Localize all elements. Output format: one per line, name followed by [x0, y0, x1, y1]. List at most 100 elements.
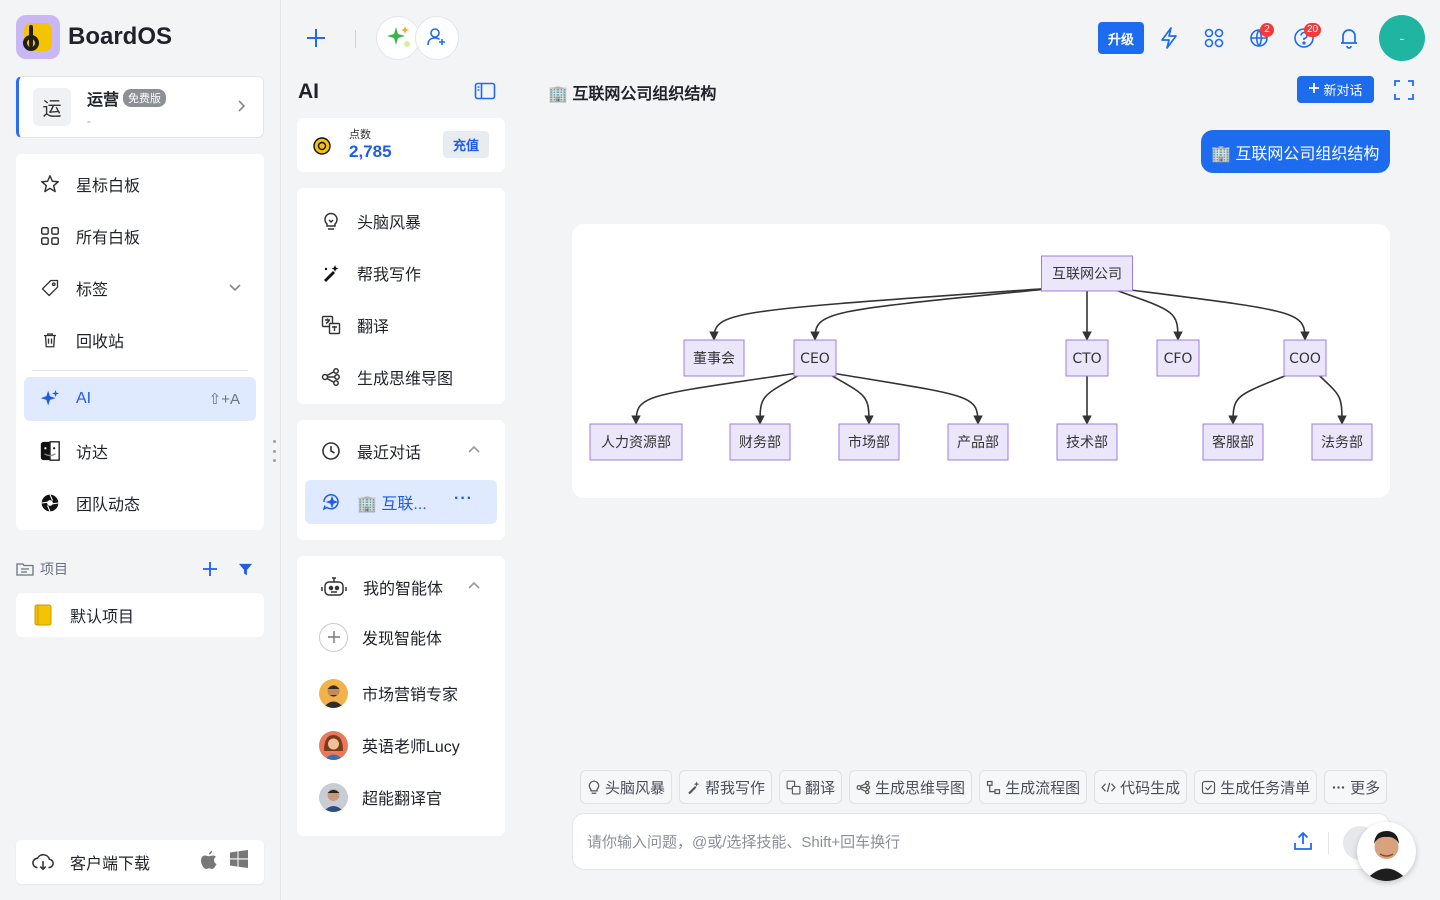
apps-grid-icon[interactable] — [1202, 26, 1226, 50]
ai-tools-list: 头脑风暴 帮我写作 翻译 生成思维导图 — [297, 188, 505, 404]
org-chart-node: CEO — [793, 339, 837, 377]
agents-header-label: 我的智能体 — [363, 581, 444, 598]
fullscreen-icon[interactable] — [1394, 80, 1414, 100]
chip-translate[interactable]: 翻译 — [779, 770, 843, 804]
user-avatar[interactable]: - — [1379, 15, 1425, 61]
svg-text:CTO: CTO — [1072, 351, 1101, 367]
discover-agents[interactable]: 发现智能体 — [319, 622, 442, 652]
agent-item-english-teacher[interactable]: 英语老师Lucy — [319, 730, 460, 760]
chip-label: 生成思维导图 — [875, 779, 966, 797]
chat-input[interactable] — [587, 830, 1267, 854]
tool-brainstorm[interactable]: 头脑风暴 — [297, 195, 505, 247]
chip-label: 生成任务清单 — [1220, 779, 1311, 797]
discover-label: 发现智能体 — [362, 631, 443, 648]
assistant-floating-avatar[interactable] — [1357, 822, 1416, 881]
add-user-icon — [427, 27, 447, 50]
chip-label: 代码生成 — [1120, 779, 1181, 797]
recent-header[interactable]: 最近对话 — [321, 439, 421, 463]
more-options-icon[interactable]: ··· — [454, 490, 473, 507]
plan-badge: 免费版 — [123, 89, 167, 107]
org-chart-edge — [1314, 371, 1347, 425]
svg-text:技术部: 技术部 — [1066, 435, 1108, 451]
project-item-label: 默认项目 — [70, 609, 135, 626]
project-item[interactable]: 默认项目 — [16, 593, 264, 637]
org-chart-node: COO — [1283, 339, 1327, 377]
panel-collapse-icon[interactable] — [474, 82, 496, 100]
magic-wand-icon — [686, 780, 701, 795]
invite-member-button[interactable] — [415, 16, 459, 60]
lightning-icon[interactable] — [1157, 26, 1181, 50]
chevron-down-icon[interactable] — [228, 279, 242, 297]
org-chart-node: 董事会 — [683, 339, 745, 377]
sidebar-item-starred[interactable]: 星标白板 — [24, 162, 256, 206]
new-chat-button[interactable]: 新对话 — [1297, 76, 1374, 103]
sidebar-item-all-boards[interactable]: 所有白板 — [24, 214, 256, 258]
sidebar-item-label: 所有白板 — [76, 230, 141, 247]
bell-icon[interactable] — [1337, 26, 1361, 50]
projects-header-label: 项目 — [40, 561, 68, 577]
svg-text:客服部: 客服部 — [1212, 434, 1254, 451]
sidebar-resize-handle[interactable] — [273, 440, 276, 462]
chip-more[interactable]: 更多 — [1324, 770, 1388, 804]
filter-icon[interactable] — [238, 562, 253, 577]
feedback-icon[interactable] — [1247, 26, 1271, 50]
chip-code[interactable]: 代码生成 — [1094, 770, 1188, 804]
add-project-icon[interactable] — [202, 561, 218, 577]
org-chart-node: CFO — [1156, 339, 1200, 377]
chevron-up-icon[interactable] — [467, 441, 481, 457]
chip-brainstorm[interactable]: 头脑风暴 — [580, 770, 673, 804]
team-avatar: 运 — [33, 88, 71, 126]
org-chart-edge — [1106, 286, 1310, 341]
chat-input-box — [572, 813, 1390, 870]
chip-flowchart[interactable]: 生成流程图 — [979, 770, 1088, 804]
cloud-download-icon — [32, 852, 54, 872]
tag-icon — [38, 276, 62, 300]
flowchart-icon — [986, 780, 1001, 795]
boardos-logo-icon — [16, 15, 60, 59]
apple-icon[interactable] — [200, 850, 218, 875]
checklist-icon — [1201, 780, 1216, 795]
tool-mindmap[interactable]: 生成思维导图 — [297, 351, 505, 403]
team-switcher[interactable]: 运 运营 免费版 - — [16, 76, 264, 138]
ai-sparkle-button[interactable] — [376, 16, 420, 60]
agent-item-translator[interactable]: 超能翻译官 — [319, 782, 442, 812]
tool-writing[interactable]: 帮我写作 — [297, 247, 505, 299]
sidebar-item-tags[interactable]: 标签 — [24, 266, 256, 310]
windows-icon[interactable] — [230, 849, 248, 875]
projects-header: 项目 — [16, 558, 264, 580]
sidebar-item-label: AI — [76, 390, 92, 407]
robot-icon — [321, 576, 347, 598]
chip-writing[interactable]: 帮我写作 — [679, 770, 773, 804]
mindmap-icon — [856, 780, 871, 795]
skill-chips: 头脑风暴 帮我写作 翻译 生成思维导图 生成流程图 代码生成 生成任务清单 更多 — [580, 770, 1388, 804]
recharge-button[interactable]: 充值 — [443, 131, 489, 158]
download-label: 客户端下载 — [70, 856, 151, 873]
sidebar-item-label: 访达 — [76, 445, 109, 462]
chip-label: 帮我写作 — [705, 779, 766, 797]
recent-conversations: 最近对话 🏢 互联... ··· — [297, 420, 505, 540]
sidebar-item-ai[interactable]: AI ⇧+A — [24, 377, 256, 421]
upload-icon[interactable] — [1293, 831, 1313, 851]
sparkle-icon — [38, 387, 62, 411]
client-download-button[interactable]: 客户端下载 — [16, 840, 264, 884]
chevron-up-icon[interactable] — [467, 577, 481, 593]
recent-conversation-item[interactable]: 🏢 互联... ··· — [305, 480, 497, 524]
create-plus-icon[interactable] — [302, 24, 330, 52]
org-chart-edge — [825, 371, 874, 425]
sidebar-item-finder[interactable]: 访达 — [24, 429, 256, 473]
plus-icon — [319, 622, 348, 652]
tool-translate[interactable]: 翻译 — [297, 299, 505, 351]
aperture-icon — [38, 491, 62, 515]
sidebar-item-label: 星标白板 — [76, 178, 141, 195]
app-logo[interactable]: BoardOS — [16, 15, 172, 59]
chip-checklist[interactable]: 生成任务清单 — [1194, 770, 1318, 804]
chip-mindmap[interactable]: 生成思维导图 — [849, 770, 973, 804]
agents-header[interactable]: 我的智能体 — [321, 575, 443, 599]
upgrade-button[interactable]: 升级 — [1098, 22, 1144, 54]
agent-item-marketing[interactable]: 市场营销专家 — [319, 678, 458, 708]
sidebar-item-trash[interactable]: 回收站 — [24, 318, 256, 362]
tool-label: 生成思维导图 — [357, 371, 454, 388]
sidebar-item-team-activity[interactable]: 团队动态 — [24, 481, 256, 525]
